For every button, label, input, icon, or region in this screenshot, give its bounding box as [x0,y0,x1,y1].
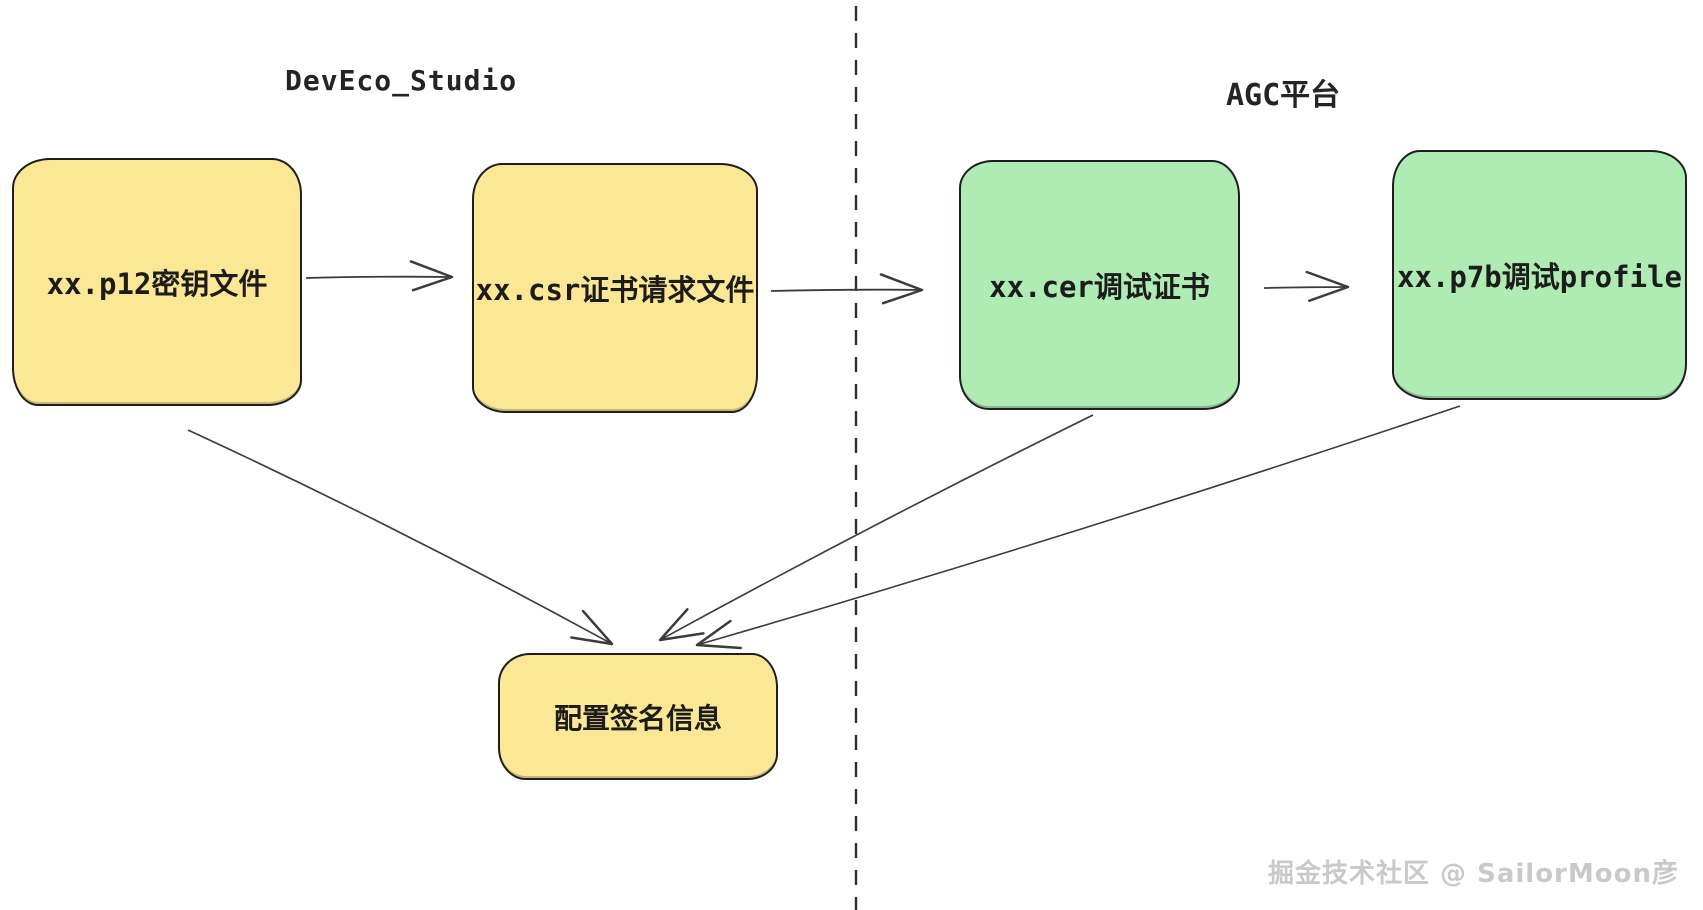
arrow-p7b-to-sign [695,405,1461,650]
arrow-cer-to-p7b [1263,270,1350,303]
node-xx-p7b-debug-profile: xx.p7b调试profile [1392,150,1687,400]
node-xx-p12-key-file: xx.p12密钥文件 [12,158,302,406]
node-configure-signing-info: 配置签名信息 [498,653,778,780]
node-label: 配置签名信息 [553,701,722,735]
section-title-deveco-studio: DevEco_Studio [285,64,518,97]
node-label: xx.p7b调试profile [1397,260,1682,294]
node-label: xx.csr证书请求文件 [475,273,755,307]
node-xx-csr-request-file: xx.csr证书请求文件 [472,163,758,413]
arrow-csr-to-cer [770,273,924,305]
node-label: xx.cer调试证书 [989,270,1210,304]
section-title-agc: AGC平台 [1226,78,1341,113]
node-xx-cer-debug-cert: xx.cer调试证书 [959,160,1240,410]
arrow-p12-to-csr [305,260,454,292]
node-label: xx.p12密钥文件 [46,267,268,301]
arrow-cer-to-sign [658,414,1094,642]
arrow-p12-to-sign [187,429,614,646]
watermark-text: 掘金技术社区 @ SailorMoon彦 [1268,859,1679,889]
